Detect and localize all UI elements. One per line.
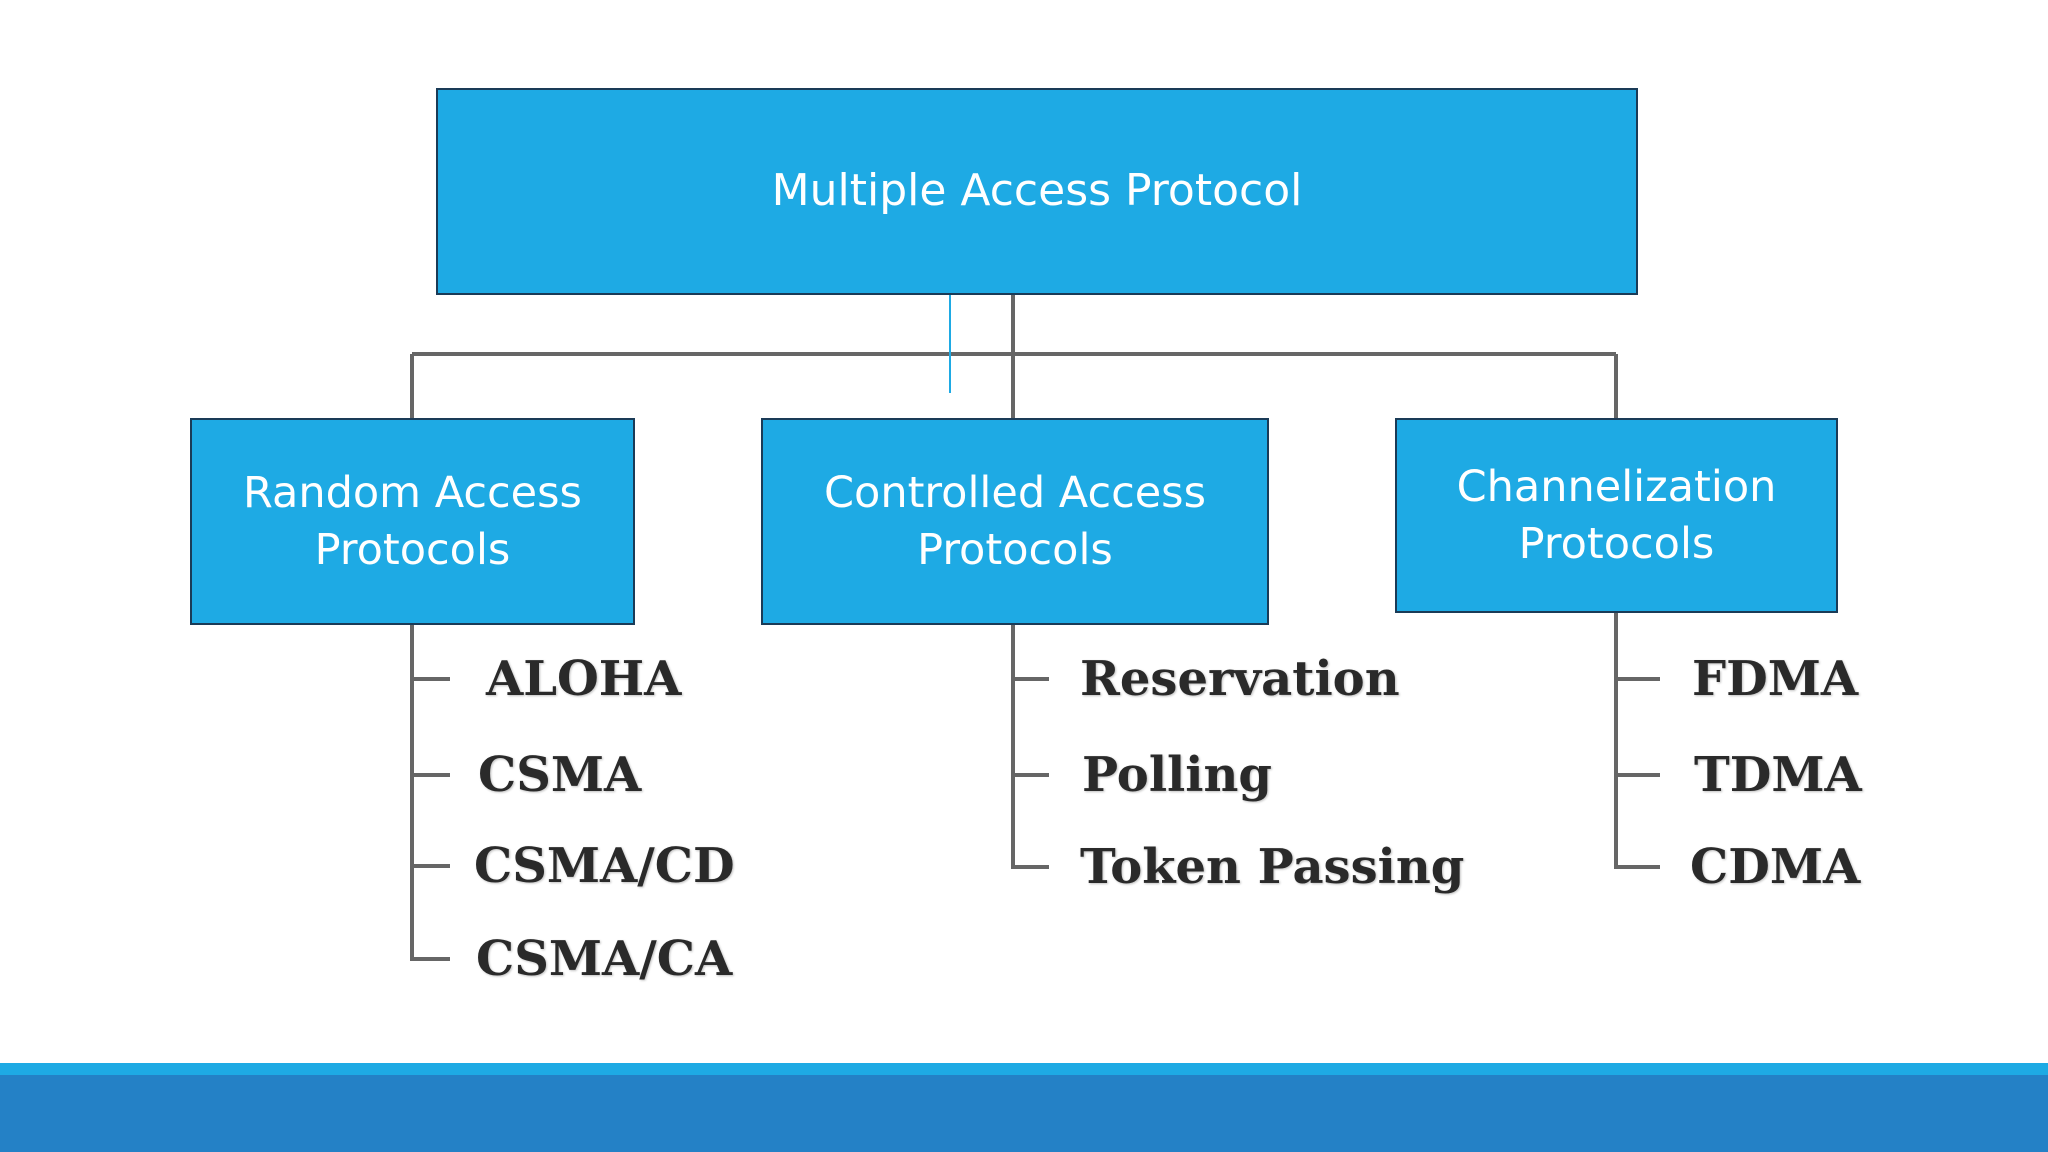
category-label-line1: Controlled Access — [823, 467, 1206, 518]
list-item-aloha: ALOHA — [486, 651, 682, 707]
list-item-cdma: CDMA — [1690, 839, 1861, 895]
category-label-line2: Protocols — [1518, 518, 1715, 569]
list-item-polling: Polling — [1082, 747, 1272, 803]
list-item-reservation: Reservation — [1080, 651, 1400, 707]
category-label-line2: Protocols — [314, 524, 511, 575]
category-label-line1: Channelization — [1456, 461, 1777, 512]
footer-accent-stripe — [0, 1063, 2048, 1075]
list-item-csma-ca: CSMA/CA — [476, 931, 733, 987]
category-random-access: Random Access Protocols — [190, 418, 635, 625]
list-item-fdma: FDMA — [1692, 651, 1859, 707]
category-controlled-access: Controlled Access Protocols — [761, 418, 1269, 625]
category-label-line2: Protocols — [917, 524, 1113, 575]
category-label-line1: Random Access — [243, 467, 582, 518]
list-item-tdma: TDMA — [1694, 747, 1862, 803]
root-label: Multiple Access Protocol — [771, 165, 1303, 217]
list-item-token-passing: Token Passing — [1080, 839, 1465, 895]
root-node: Multiple Access Protocol — [436, 88, 1638, 295]
footer-bar — [0, 1075, 2048, 1152]
list-item-csma: CSMA — [478, 747, 642, 803]
list-item-csma-cd: CSMA/CD — [474, 838, 735, 894]
category-channelization: Channelization Protocols — [1395, 418, 1838, 613]
